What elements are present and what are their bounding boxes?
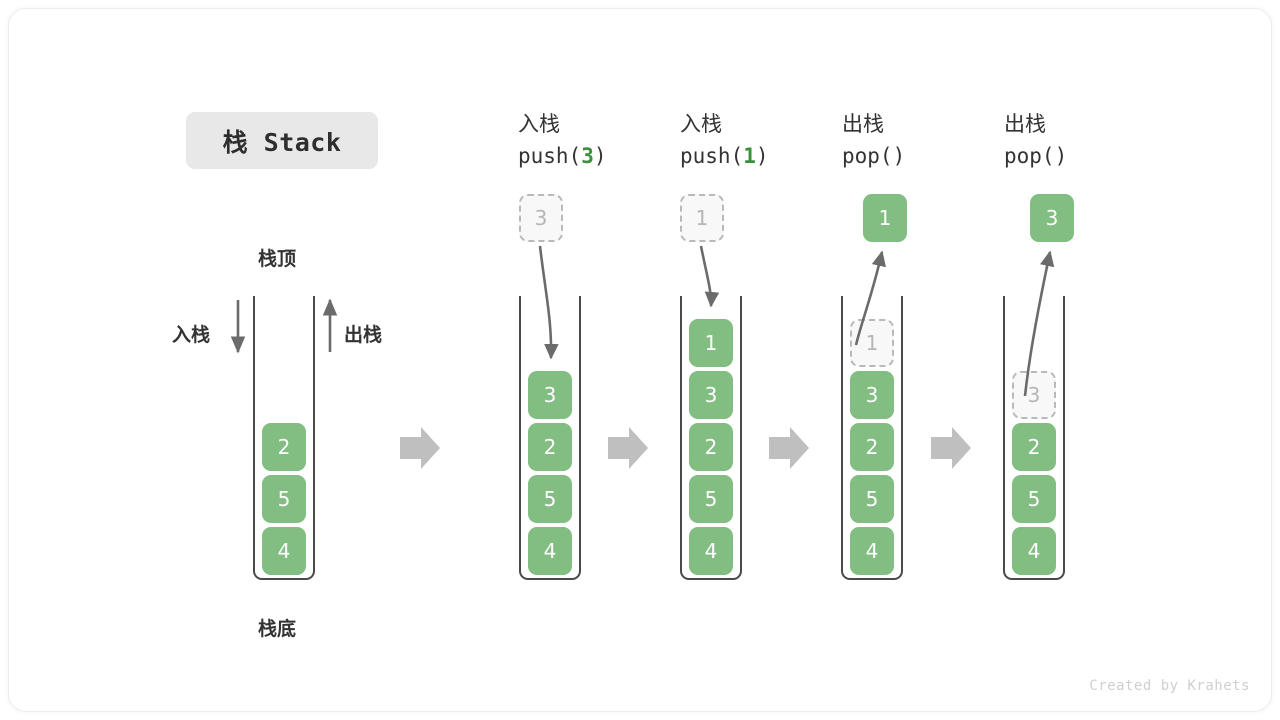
- operation-label-pop-1: 出栈 pop(): [842, 108, 905, 168]
- operation-label-push-3: 入栈 push(3): [518, 108, 607, 168]
- push-side-label: 入栈: [172, 324, 211, 346]
- operation-code-label: push(3): [518, 144, 607, 168]
- operation-label-push-1: 入栈 push(1): [680, 108, 769, 168]
- operation-code-label: pop(): [842, 144, 906, 168]
- stack-bottom-label: 栈底: [258, 618, 297, 640]
- stack-cell: 5: [528, 475, 572, 523]
- operation-code-label: push(1): [680, 144, 769, 168]
- stack-cell: 2: [528, 423, 572, 471]
- floating-ghost-cell: 1: [680, 194, 724, 242]
- stack-container: [841, 296, 903, 580]
- watermark: Created by Krahets: [1089, 678, 1250, 694]
- stack-cell: 5: [262, 475, 306, 523]
- title-badge: 栈 Stack: [186, 112, 378, 169]
- popped-cell: 1: [863, 194, 907, 242]
- stack-cell: 2: [1012, 423, 1056, 471]
- stack-top-label: 栈顶: [258, 248, 297, 270]
- stack-container: [680, 296, 742, 580]
- stack-cell: 3: [689, 371, 733, 419]
- stack-cell: 5: [689, 475, 733, 523]
- operation-cn-label: 入栈: [680, 112, 722, 136]
- operation-code-label: pop(): [1004, 144, 1068, 168]
- stack-cell: 4: [689, 527, 733, 575]
- vacated-ghost-cell: 3: [1012, 371, 1056, 419]
- stack-container: [1003, 296, 1065, 580]
- stack-container: [253, 296, 315, 580]
- stack-cell: 5: [1012, 475, 1056, 523]
- operation-cn-label: 入栈: [518, 112, 560, 136]
- pop-side-label: 出栈: [344, 324, 383, 346]
- stack-cell: 2: [689, 423, 733, 471]
- stack-cell: 4: [262, 527, 306, 575]
- stack-container: [519, 296, 581, 580]
- stack-cell: 2: [850, 423, 894, 471]
- operation-label-pop-3: 出栈 pop(): [1004, 108, 1067, 168]
- vacated-ghost-cell: 1: [850, 319, 894, 367]
- operation-cn-label: 出栈: [842, 112, 884, 136]
- floating-ghost-cell: 3: [519, 194, 563, 242]
- stack-cell: 3: [528, 371, 572, 419]
- stack-cell: 5: [850, 475, 894, 523]
- stack-cell: 4: [1012, 527, 1056, 575]
- stack-cell: 4: [850, 527, 894, 575]
- stack-cell: 3: [850, 371, 894, 419]
- stack-cell: 1: [689, 319, 733, 367]
- operation-cn-label: 出栈: [1004, 112, 1046, 136]
- stack-cell: 2: [262, 423, 306, 471]
- stack-cell: 4: [528, 527, 572, 575]
- popped-cell: 3: [1030, 194, 1074, 242]
